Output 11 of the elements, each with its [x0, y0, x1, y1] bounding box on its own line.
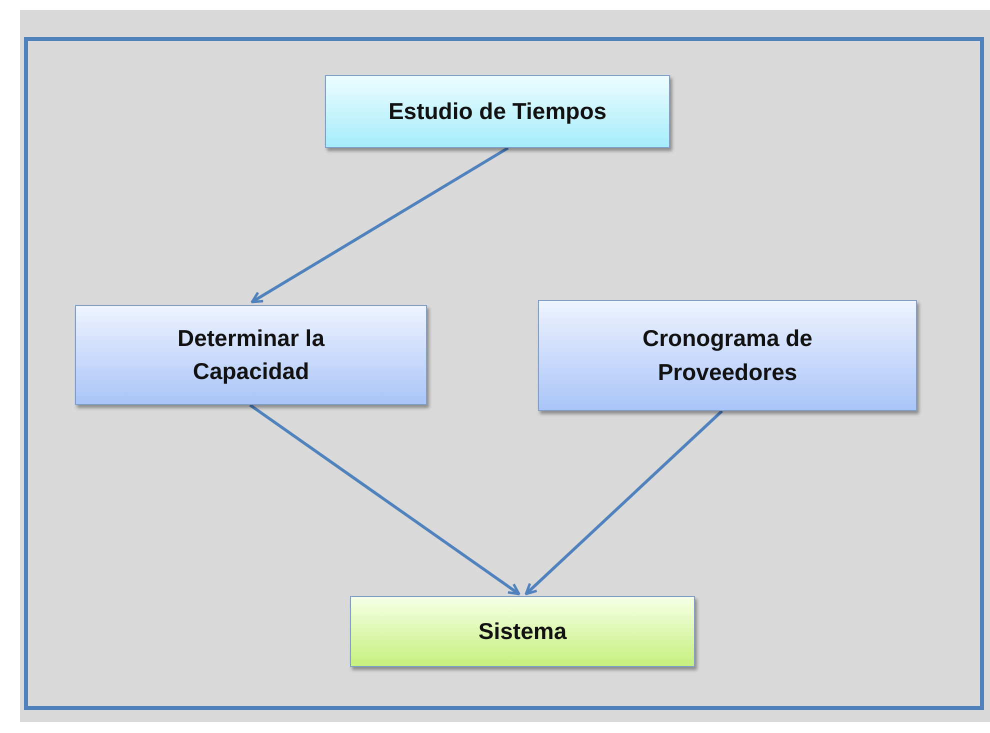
node-label: Cronograma de Proveedores	[642, 324, 814, 386]
result-box	[350, 596, 695, 667]
node-label: Estudio de Tiempos	[388, 96, 607, 126]
process-box	[538, 300, 917, 411]
arrow	[524, 410, 724, 596]
process-box	[325, 75, 670, 148]
arrow	[249, 404, 520, 596]
arrow	[250, 146, 509, 304]
node-label: Sistema	[478, 616, 567, 646]
process-box	[75, 305, 427, 405]
node-label: Determinar la Capacidad	[176, 324, 326, 386]
